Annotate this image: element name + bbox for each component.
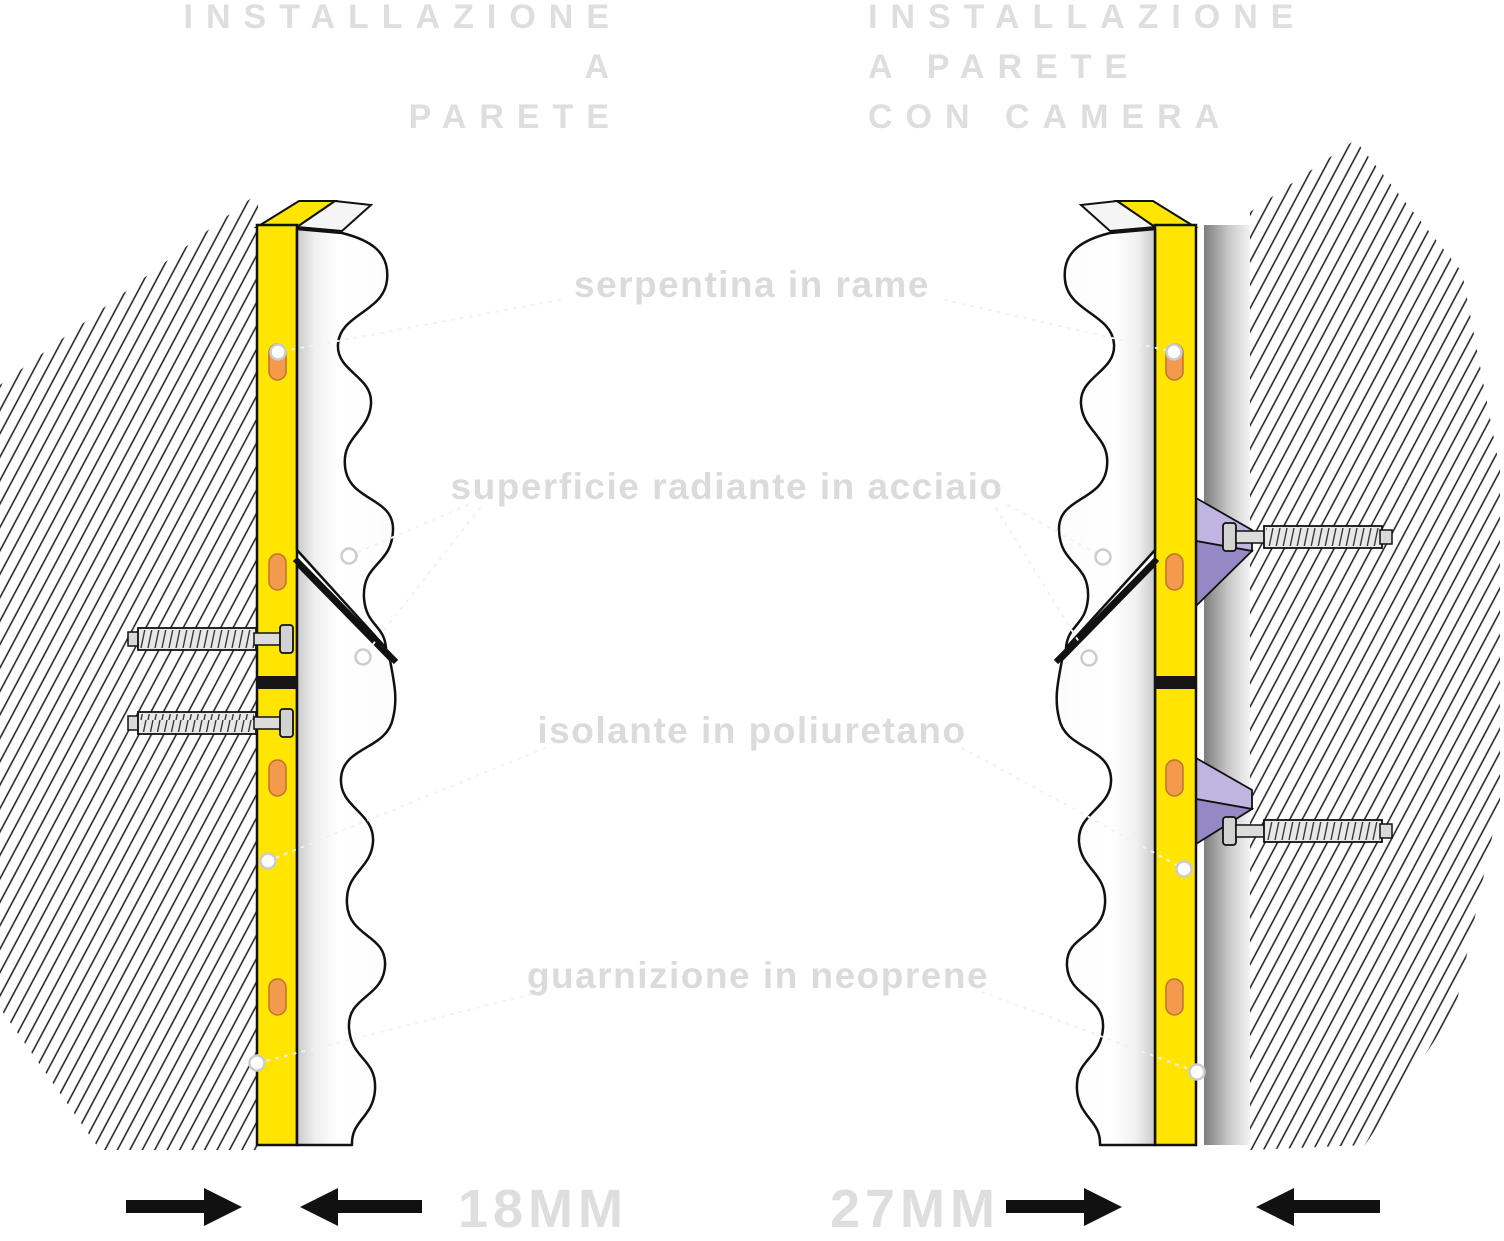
right-steel-upper	[1057, 227, 1157, 650]
dimension-right: 27MM	[829, 1179, 1001, 1239]
callout-radiant-surface: superficie radiante in acciaio	[450, 466, 1004, 507]
left-screw-lower	[127, 708, 294, 738]
left-steel-lower	[295, 563, 397, 1147]
title-wall-mount: INSTALLAZIONE A PARETE	[184, 0, 622, 142]
callout-gasket: guarnizione in neoprene	[526, 955, 990, 996]
title-wall-mount-chamber: INSTALLAZIONE A PARETE CON CAMERA	[868, 0, 1306, 142]
left-panel	[253, 199, 399, 1147]
left-wall-hatch	[0, 193, 258, 1150]
left-screw-upper	[127, 624, 294, 654]
title-right-line3: CON CAMERA	[868, 98, 1233, 136]
right-joint-gasket	[1154, 676, 1197, 689]
left-joint-gasket	[256, 676, 298, 689]
right-panel-top-steel	[1078, 199, 1158, 233]
callout-copper-coil: serpentina in rame	[573, 264, 931, 305]
dimension-left: 18MM	[457, 1179, 629, 1239]
right-joint-steel-edge	[1053, 556, 1160, 665]
right-screw-upper	[1222, 522, 1393, 552]
air-chamber-strip	[1204, 225, 1250, 1145]
title-left-line2: A	[584, 48, 622, 86]
callout-insulation: isolante in poliuretano	[537, 710, 967, 751]
right-screw-lower	[1222, 816, 1393, 846]
right-wall-hatch	[1250, 140, 1500, 1150]
leader-lines	[256, 299, 1198, 1073]
right-steel-lower	[1055, 563, 1157, 1147]
anchor-dots	[248, 343, 1206, 1081]
title-left-line1: INSTALLAZIONE	[183, 0, 622, 36]
title-left-line3: PARETE	[408, 98, 622, 136]
left-joint-steel-edge	[292, 556, 399, 665]
title-right-line1: INSTALLAZIONE	[868, 0, 1307, 36]
title-right-line2: A PARETE	[868, 48, 1141, 86]
right-panel	[1053, 199, 1199, 1147]
dimension-arrows	[126, 1188, 1380, 1226]
left-panel-top-steel	[294, 199, 374, 233]
left-steel-upper	[295, 227, 395, 650]
